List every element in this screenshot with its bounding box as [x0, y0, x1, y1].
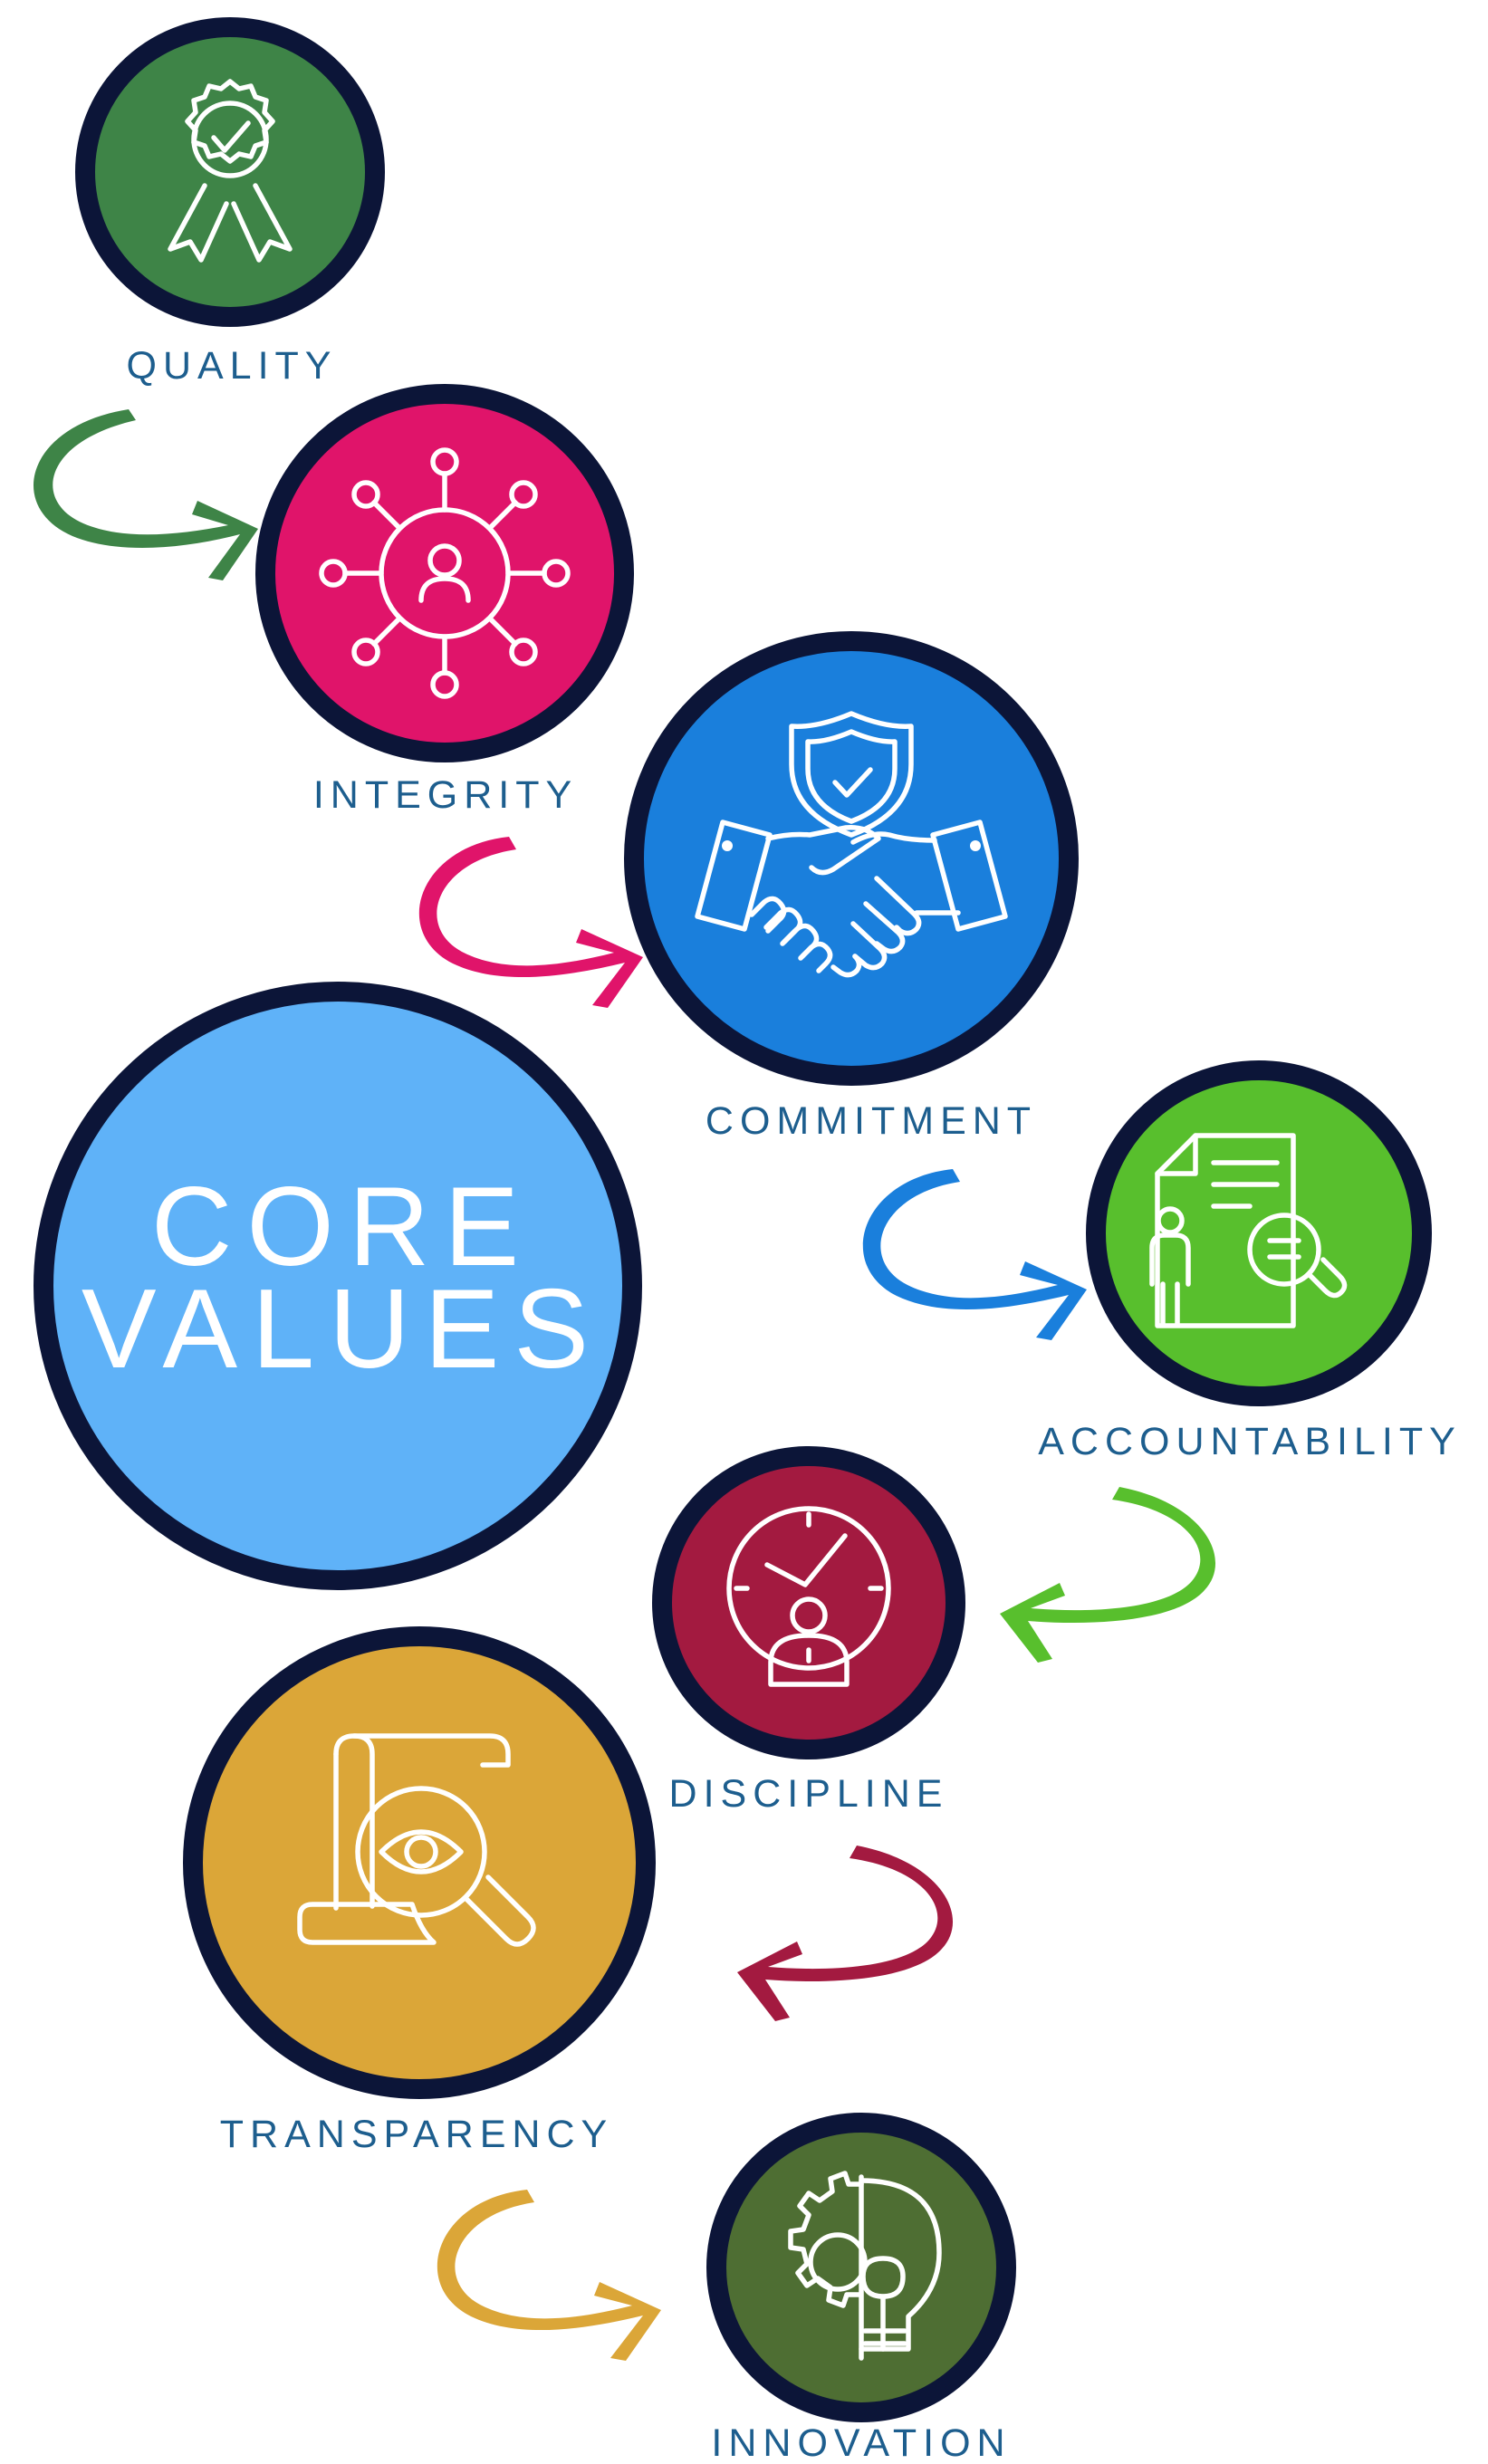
- accountability-circle: [1086, 1060, 1432, 1406]
- value-node-discipline: DISCIPLINE: [652, 1446, 965, 1816]
- value-node-integrity: INTEGRITY: [255, 384, 634, 817]
- discipline-label: DISCIPLINE: [669, 1772, 949, 1816]
- quality-circle: [75, 17, 385, 327]
- award-ribbon-icon: [168, 79, 293, 263]
- core-values-circle: CORE VALUES: [34, 982, 642, 1590]
- arrow-transparency-to-innovation: [437, 2190, 661, 2361]
- arrow-quality-to-integrity: [33, 409, 258, 580]
- discipline-circle: [652, 1446, 965, 1759]
- arrow-accountability-to-discipline: [1000, 1487, 1216, 1663]
- accountability-label: ACCOUNTABILITY: [1038, 1420, 1462, 1463]
- value-node-commitment: COMMITMENT: [624, 631, 1079, 1143]
- gear-lightbulb-icon: [788, 2171, 942, 2361]
- arrow-discipline-to-transparency: [737, 1846, 954, 2021]
- scroll-eye-magnifier-icon: [297, 1733, 536, 1947]
- core-values-disc: [34, 982, 642, 1590]
- network-person-icon: [319, 447, 571, 699]
- value-node-quality: QUALITY: [75, 17, 385, 388]
- core-title-line1: CORE: [151, 1165, 533, 1290]
- core-title-line2: VALUES: [82, 1267, 603, 1392]
- innovation-label: INNOVATION: [711, 2421, 1011, 2464]
- integrity-label: INTEGRITY: [313, 773, 578, 817]
- transparency-circle: [183, 1626, 656, 2099]
- clock-person-icon: [726, 1506, 891, 1687]
- value-node-transparency: TRANSPARENCY: [183, 1626, 656, 2156]
- value-node-innovation: INNOVATION: [706, 2113, 1016, 2464]
- transparency-label: TRANSPARENCY: [220, 2113, 613, 2156]
- quality-label: QUALITY: [127, 344, 338, 388]
- arrow-integrity-to-commitment: [418, 837, 643, 1008]
- commitment-label: COMMITMENT: [706, 1099, 1037, 1143]
- document-magnifier-person-icon: [1149, 1133, 1348, 1328]
- handshake-shield-icon: [695, 711, 1008, 978]
- value-node-accountability: ACCOUNTABILITY: [1038, 1060, 1462, 1463]
- arrow-commitment-to-accountability: [862, 1169, 1087, 1340]
